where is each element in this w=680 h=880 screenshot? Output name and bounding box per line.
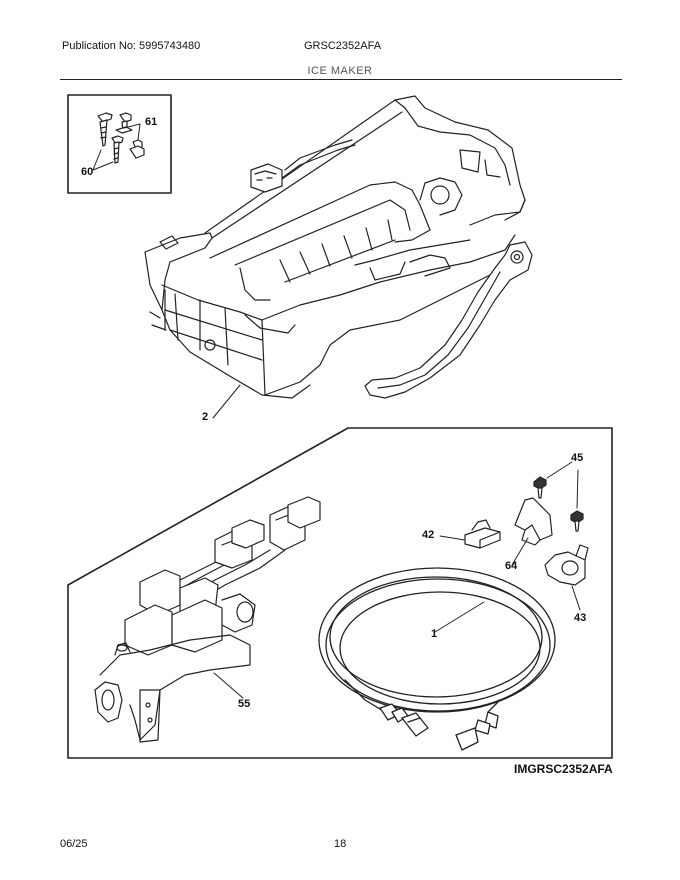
water-valve-55 [94,496,321,743]
callout-64: 64 [505,560,518,572]
model-number: GRSC2352AFA [304,40,382,52]
screw-60 [97,112,113,147]
callout-60: 60 [81,166,94,178]
publication-number: Publication No: 5995743480 [62,40,201,52]
clamp-43 [544,544,589,586]
tube-fitting-left [379,703,429,737]
water-tube-coil [318,567,556,751]
header-rule [60,79,622,80]
callout-2: 2 [202,411,209,423]
tube-fitting-right [455,711,499,751]
callout-1: 1 [431,628,438,640]
ice-maker-assembly [144,95,526,399]
footer-date: 06/25 [60,838,88,850]
section-title: ICE MAKER [307,65,373,77]
callout-45: 45 [571,452,584,464]
screw-45b [570,510,584,532]
screw-61 [115,112,133,134]
clamp-64 [514,497,553,546]
screw-45a [533,476,547,499]
harness-connector [250,163,283,193]
callout-61: 61 [145,116,158,128]
screw-61b [129,139,145,159]
valve-connector-d [287,496,321,529]
image-reference: IMGRSC2352AFA [514,762,613,776]
clip-42 [464,519,501,549]
callout-42: 42 [422,529,435,541]
callout-55: 55 [238,698,251,710]
hardware-inset [67,94,172,194]
callout-43: 43 [574,612,587,624]
ice-level-arm [364,241,533,399]
valve-connector-b [231,519,265,549]
screw-60b [111,135,124,164]
page-number: 18 [334,838,347,850]
